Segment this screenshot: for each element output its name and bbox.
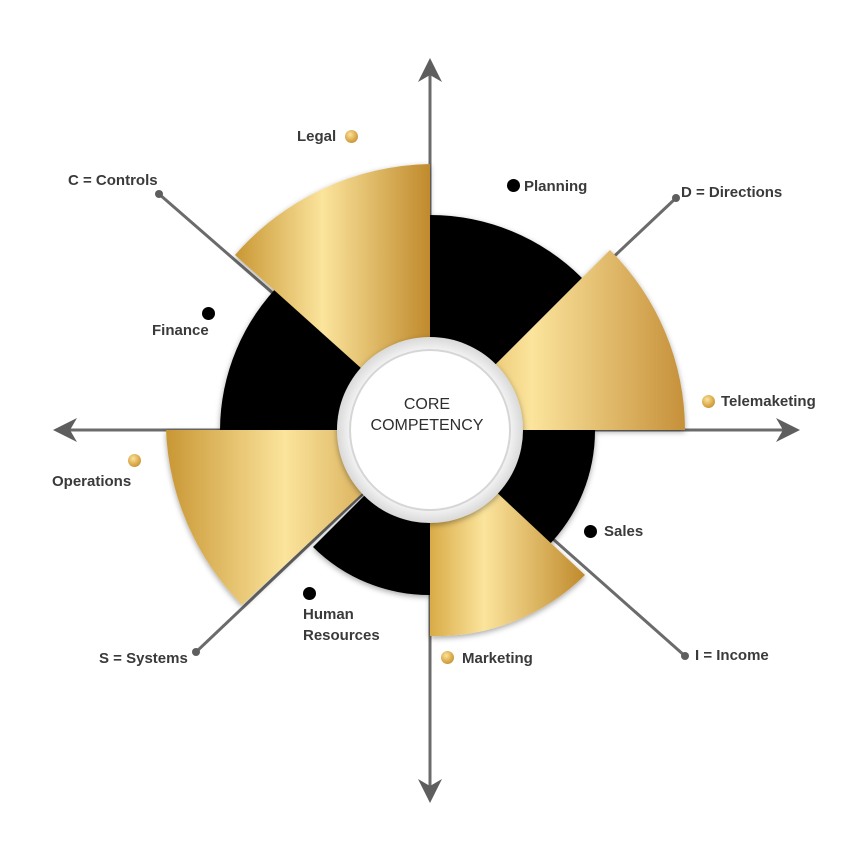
segment-label-human-resources-2: Resources bbox=[303, 627, 380, 644]
spoke-end-directions bbox=[672, 194, 680, 202]
spoke-end-income bbox=[681, 652, 689, 660]
arrow-right-icon bbox=[776, 418, 800, 442]
segment-label-finance: Finance bbox=[152, 322, 209, 339]
telemarketing-bullet-icon bbox=[702, 395, 715, 408]
segment-label-sales: Sales bbox=[604, 523, 644, 540]
arrow-down-icon bbox=[418, 779, 442, 803]
finance-bullet-icon bbox=[202, 307, 215, 320]
center-label-line2: COMPETENCY bbox=[370, 417, 484, 434]
axis-label-income: I = Income bbox=[695, 647, 769, 664]
center-label-line1: CORE bbox=[403, 396, 451, 413]
operations-bullet-icon bbox=[128, 454, 141, 467]
center-label: CORE COMPETENCY bbox=[349, 394, 505, 436]
planning-bullet-icon bbox=[507, 179, 520, 192]
segment-label-telemarketing: Telemaketing bbox=[721, 393, 816, 410]
legal-bullet-icon bbox=[345, 130, 358, 143]
marketing-bullet-icon bbox=[441, 651, 454, 664]
segment-label-planning: Planning bbox=[524, 178, 588, 195]
arrow-left-icon bbox=[53, 418, 77, 442]
spoke-end-controls bbox=[155, 190, 163, 198]
human-resources-bullet-icon bbox=[303, 587, 316, 600]
segment-label-marketing: Marketing bbox=[462, 650, 533, 667]
sales-bullet-icon bbox=[584, 525, 597, 538]
arrow-up-icon bbox=[418, 58, 442, 82]
center-hub bbox=[337, 337, 523, 523]
spoke-end-systems bbox=[192, 648, 200, 656]
segment-label-legal: Legal bbox=[297, 128, 337, 145]
axis-label-systems: S = Systems bbox=[99, 650, 188, 667]
segment-label-operations: Operations bbox=[52, 473, 132, 490]
axis-label-controls: C = Controls bbox=[68, 172, 158, 189]
segment-label-human-resources-1: Human bbox=[303, 606, 354, 623]
axis-label-directions: D = Directions bbox=[681, 184, 783, 201]
